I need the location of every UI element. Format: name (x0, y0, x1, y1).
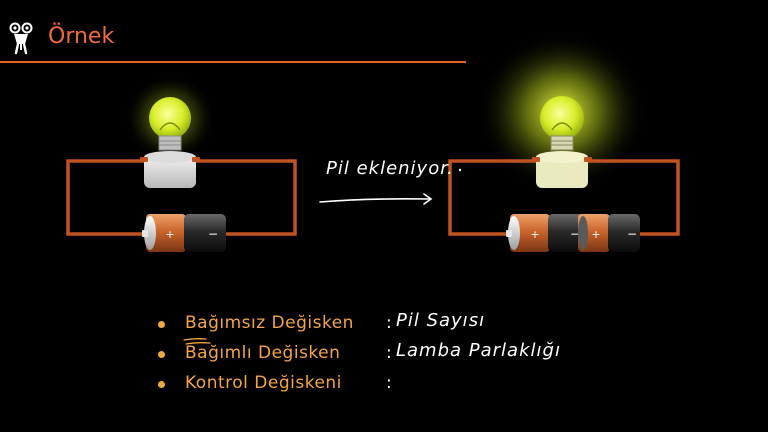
list-item: Kontrol Değiskeni : (152, 370, 752, 400)
variable-value: Pil Sayısı (396, 310, 486, 331)
battery-minus: − (570, 227, 580, 241)
battery-plus: + (165, 228, 174, 241)
separator: : (386, 343, 392, 363)
light-bulb-icon (532, 96, 592, 188)
battery-plus: + (530, 228, 539, 241)
variable-label: Kontrol Değiskeni (185, 373, 342, 393)
light-bulb-icon (140, 97, 200, 188)
left-circuit: + − (66, 74, 297, 252)
variable-value: Lamba Parlaklığı (396, 340, 561, 361)
battery-minus: − (208, 227, 218, 241)
battery-icon: + − (578, 214, 640, 252)
arrow-label: Pil ekleniyor. (326, 158, 454, 179)
variable-label: Bağımlı Değisken (185, 343, 341, 363)
list-item: Bağımlı Değisken : Lamba Parlaklığı (152, 340, 752, 370)
page-title: Örnek (48, 24, 115, 49)
battery-plus: + (591, 228, 600, 241)
handwritten-underline (183, 338, 211, 345)
header: Örnek (0, 0, 768, 64)
title-divider (0, 61, 466, 63)
bullet-dot (158, 351, 165, 358)
battery-icon: + − (506, 214, 588, 252)
right-circuit: + − + − (448, 32, 680, 252)
variable-label: Bağımsız Değisken (185, 313, 354, 333)
robot-logo-icon (9, 22, 33, 55)
separator: : (386, 373, 392, 393)
bullet-dot (158, 321, 165, 328)
list-item: Bağımsız Değisken : Pil Sayısı (152, 310, 752, 340)
arrow-right-icon (319, 168, 462, 205)
bullet-dot (158, 381, 165, 388)
battery-icon: + − (142, 214, 226, 252)
variable-list: Bağımsız Değisken : Pil Sayısı Bağımlı D… (152, 310, 752, 400)
separator: : (386, 313, 392, 333)
battery-minus: − (627, 227, 637, 241)
